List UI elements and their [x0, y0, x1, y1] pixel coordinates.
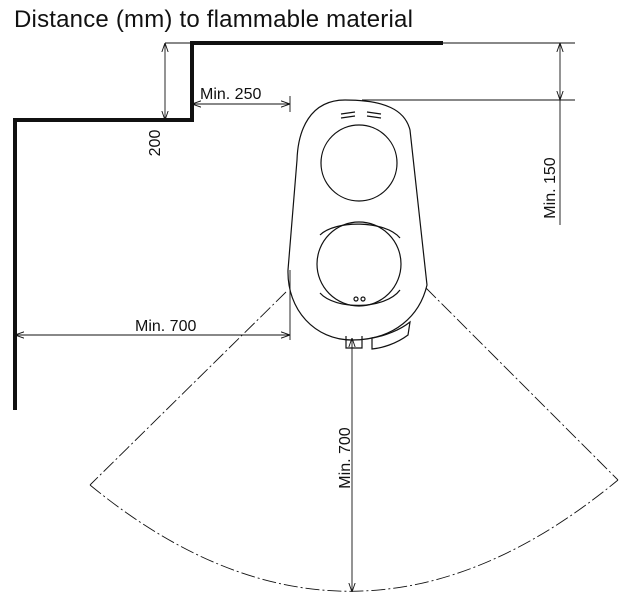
stove-vent-left: [340, 111, 356, 119]
sector-arc: [89, 479, 619, 592]
diagram-title: Distance (mm) to flammable material: [14, 6, 414, 33]
stove-door-frame: [319, 223, 401, 306]
stove-top-plate: [320, 124, 398, 202]
dim-250-label: Min. 250: [200, 86, 261, 103]
stove-vent-right: [366, 111, 382, 119]
dim-700-horizontal-label: Min. 700: [135, 318, 196, 335]
sector-edge-left: [89, 291, 287, 486]
stove-body: [287, 99, 428, 341]
sector-edge-right: [425, 287, 619, 481]
dim-700-vertical-label: Min. 700: [337, 427, 354, 488]
stove-door-glass: [316, 221, 402, 307]
dim-200-label: 200: [147, 130, 164, 157]
stove-outline: [287, 99, 428, 350]
dimension-lines: [15, 42, 575, 592]
dim-150-label: Min. 150: [542, 157, 559, 218]
